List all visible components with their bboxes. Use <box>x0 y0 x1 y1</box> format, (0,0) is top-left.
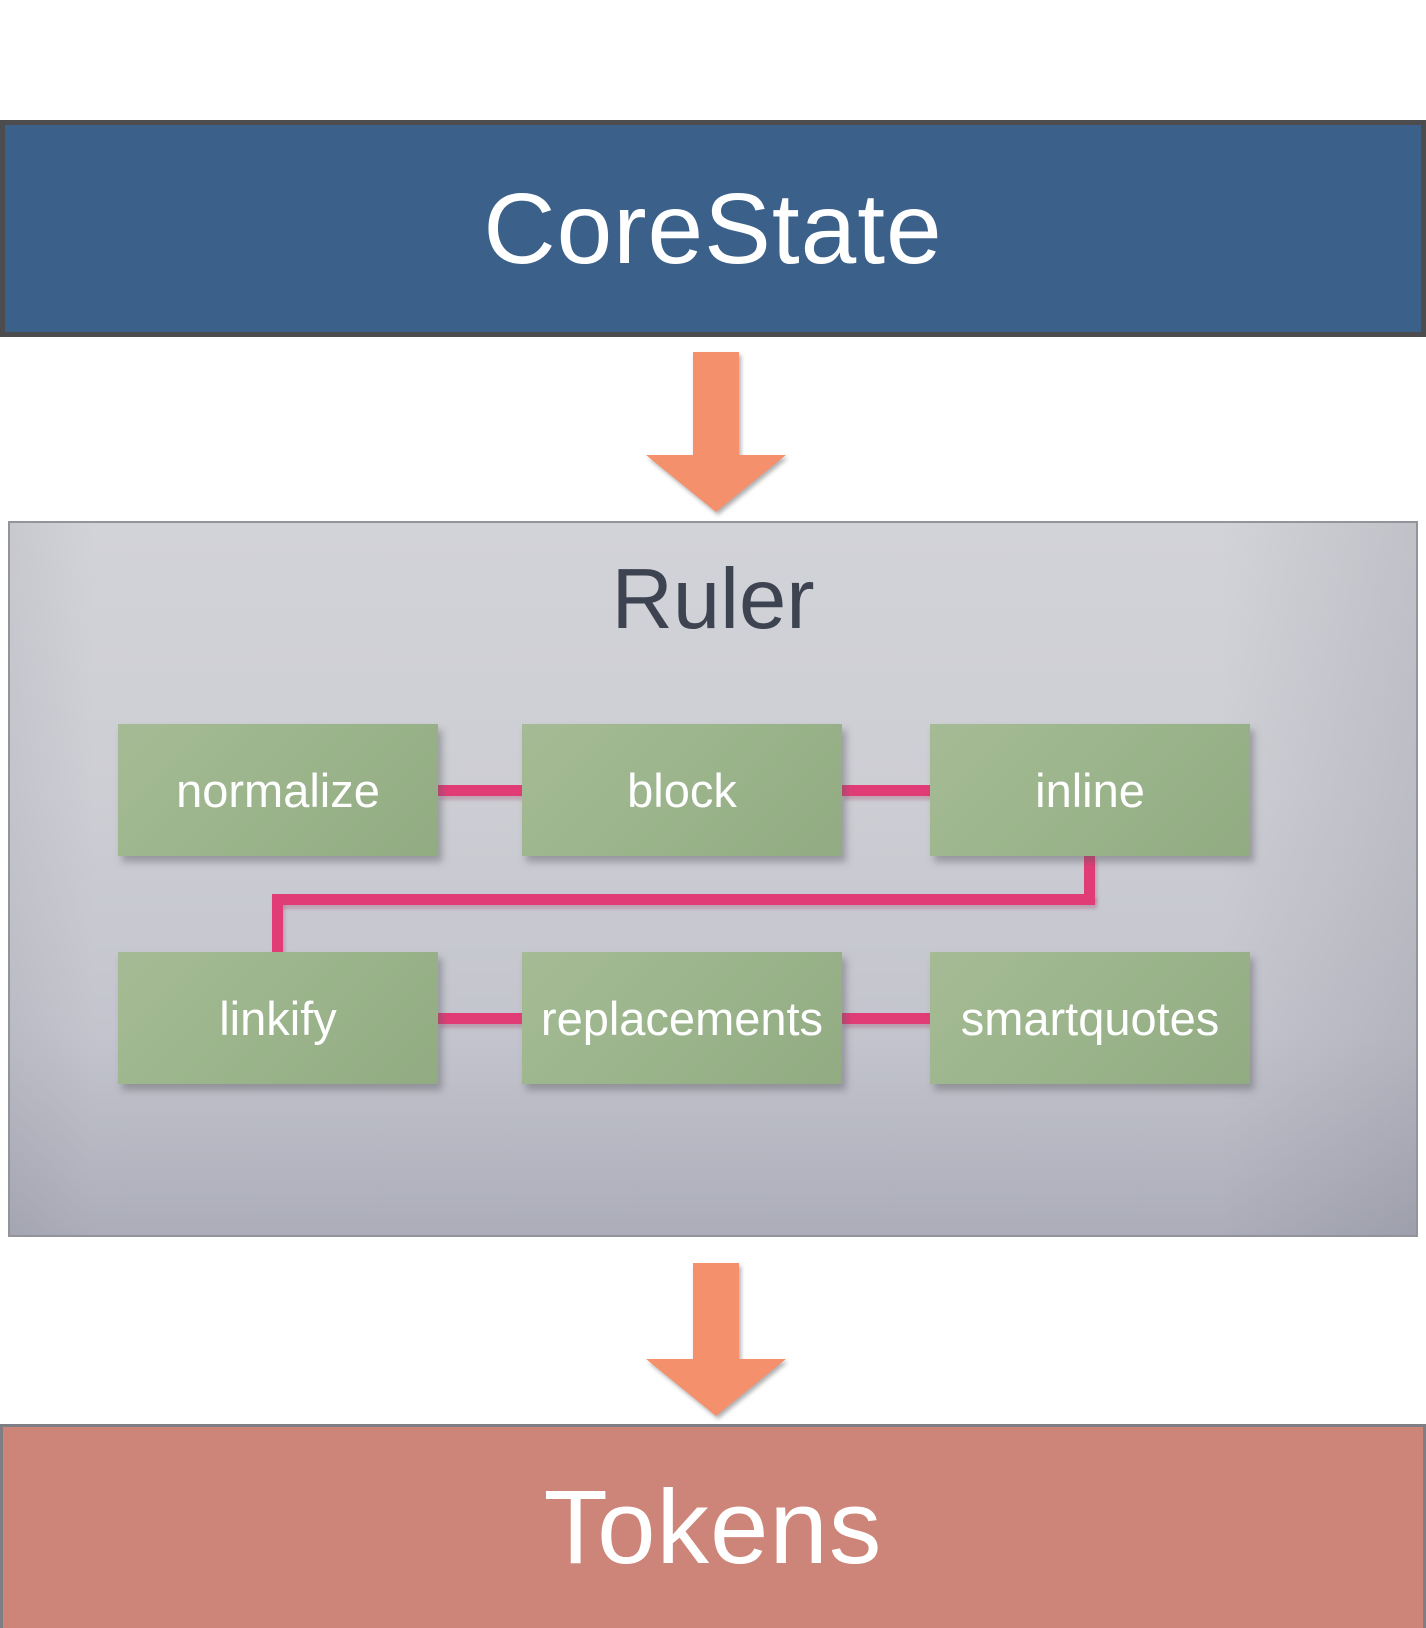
arrow-down-icon <box>646 1263 786 1416</box>
tokens-title: Tokens <box>543 1469 883 1586</box>
arrow-shaft <box>693 352 739 455</box>
node-block: block <box>522 724 842 856</box>
node-label: linkify <box>219 991 337 1045</box>
ruler-title: Ruler <box>611 552 815 647</box>
connector-linkify-elbow-vertical <box>272 894 283 952</box>
arrow-down-icon <box>646 352 786 512</box>
node-label: normalize <box>176 763 380 817</box>
connector-linkify-replacements <box>438 1013 522 1024</box>
node-linkify: linkify <box>118 952 438 1084</box>
arrow-shaft <box>693 1263 739 1359</box>
corestate-banner: CoreState <box>0 120 1426 337</box>
node-label: replacements <box>540 991 824 1045</box>
connector-inline-elbow-vertical <box>1084 855 1095 900</box>
node-normalize: normalize <box>118 724 438 856</box>
connector-block-inline <box>842 785 930 796</box>
tokens-banner: Tokens <box>0 1424 1426 1628</box>
ruler-panel: Ruler normalize block inline linkify rep… <box>8 521 1418 1237</box>
connector-replacements-smartquotes <box>842 1013 930 1024</box>
node-label: inline <box>1035 763 1145 817</box>
arrow-head <box>646 455 786 512</box>
node-inline: inline <box>930 724 1250 856</box>
node-replacements: replacements <box>522 952 842 1084</box>
connector-inline-linkify-horizontal <box>272 894 1095 905</box>
node-smartquotes: smartquotes <box>930 952 1250 1084</box>
node-label: smartquotes <box>960 991 1220 1045</box>
corestate-title: CoreState <box>483 172 943 285</box>
arrow-head <box>646 1359 786 1416</box>
connector-normalize-block <box>438 785 522 796</box>
node-label: block <box>627 763 737 817</box>
